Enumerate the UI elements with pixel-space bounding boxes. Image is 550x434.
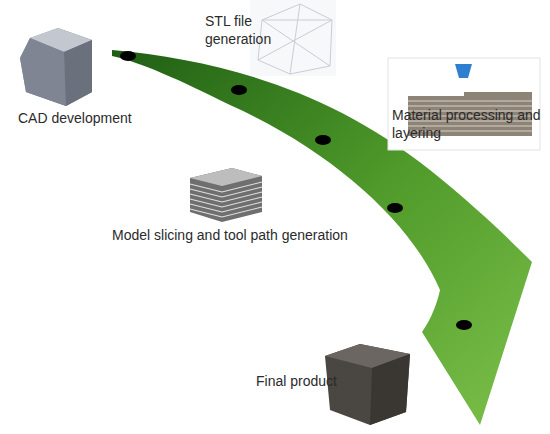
step-label: Material processing and layering (392, 106, 542, 142)
final-cube (325, 344, 410, 425)
step-label: CAD development (18, 109, 158, 127)
cad-block (20, 28, 92, 106)
step-label: STL file generation (205, 12, 285, 48)
sliced-stack (190, 168, 262, 222)
step-label: Model slicing and tool path generation (112, 226, 367, 244)
flow-arrow (112, 50, 532, 425)
step-label: Final product (256, 372, 376, 390)
